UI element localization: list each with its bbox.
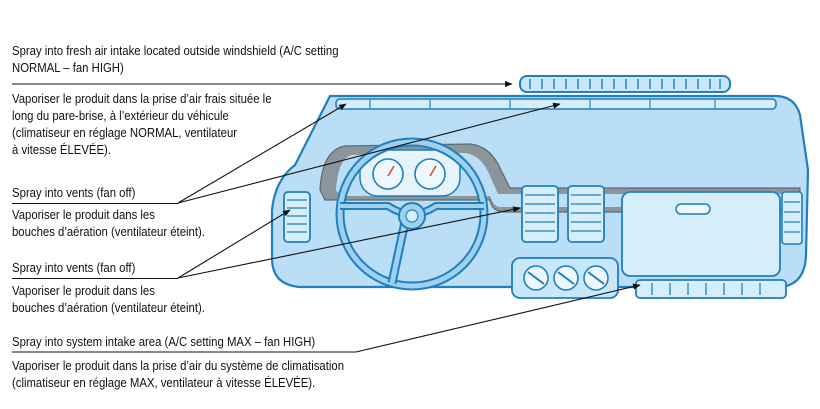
leader-defroster-right	[177, 102, 561, 204]
callout-1-fr-line-1: Vaporiser le produit dans la prise d’air…	[12, 91, 272, 106]
callout-2-rule	[12, 203, 178, 204]
leader-system-intake-diag	[355, 283, 641, 353]
callout-2-fr-line-2: bouches d’aération (ventilateur éteint).	[12, 224, 205, 239]
callout-4-en-line-1: Spray into system intake area (A/C setti…	[12, 334, 316, 349]
callout-2-en-line-1: Spray into vents (fan off)	[12, 185, 136, 200]
climate-control-panel	[511, 257, 619, 299]
center-vents	[521, 185, 605, 243]
callout-1-en-line-1: Spray into fresh air intake located outs…	[12, 43, 339, 58]
callout-3-fr-line-2: bouches d’aération (ventilateur éteint).	[12, 300, 205, 315]
callout-3-en-line-1: Spray into vents (fan off)	[12, 260, 136, 275]
right-side-vent	[781, 191, 803, 245]
system-intake-grille	[635, 279, 787, 299]
callout-3-fr-line-1: Vaporiser le produit dans les	[12, 283, 155, 298]
left-side-vent	[283, 191, 311, 243]
callout-3-rule	[12, 278, 178, 279]
callout-1-fr-line-4: à vitesse ÉLEVÉE).	[12, 142, 111, 157]
leader-left-vent	[177, 209, 291, 279]
callout-1-fr-line-2: long du pare-brise, à l’extérieur du véh…	[12, 108, 229, 123]
callout-4-fr-line-2: (climatiseur en réglage MAX, ventilateur…	[12, 375, 316, 390]
instrument-cluster	[359, 149, 461, 197]
glove-box	[621, 191, 781, 277]
leader-lines	[12, 80, 641, 353]
callout-1-fr-line-3: (climatiseur en réglage NORMAL, ventilat…	[12, 125, 238, 140]
fresh-air-intake	[519, 75, 731, 93]
callout-1-en-line-2: NORMAL – fan HIGH)	[12, 60, 124, 75]
callout-4-fr-line-1: Vaporiser le produit dans la prise d’air…	[12, 358, 345, 373]
leader-center-vent	[177, 206, 521, 279]
leader-defroster-left	[177, 103, 347, 204]
callout-2-fr-line-1: Vaporiser le produit dans les	[12, 207, 155, 222]
